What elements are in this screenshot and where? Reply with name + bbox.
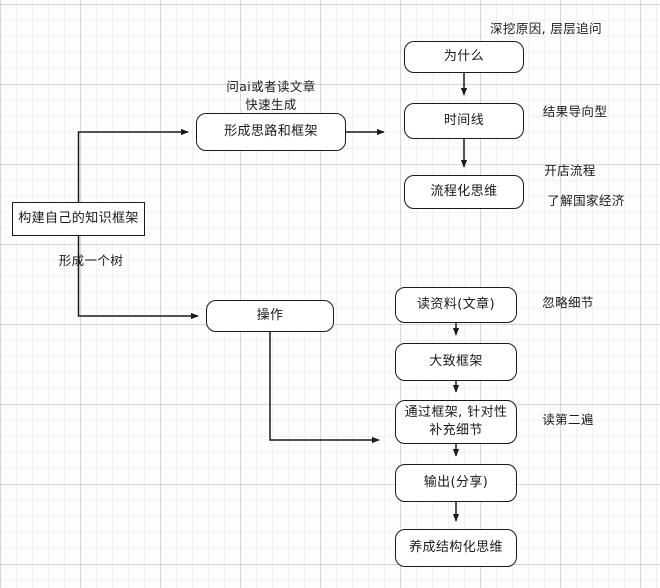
note-skip: 忽略细节 [542,295,594,310]
note-ask-ai: 问ai或者读文章 快速生成 [226,79,316,112]
edge-root-to-idea [77,128,189,202]
node-root[interactable]: 构建自己的知识框架 [12,202,145,236]
node-output[interactable]: 输出(分享) [395,464,517,502]
note-open-shop: 开店流程 [544,163,596,178]
node-structure[interactable]: 养成结构化思维 [395,529,517,567]
node-outline[interactable]: 大致框架 [395,343,517,381]
node-detail[interactable]: 通过框架, 针对性 补充细节 [395,400,517,444]
edge-oper-to-column [269,332,380,444]
node-process[interactable]: 流程化思维 [404,175,524,209]
note-dig: 深挖原因, 层层追问 [490,21,602,36]
note-second: 读第二遍 [542,412,594,427]
edge-root-to-oper [77,236,199,320]
node-idea[interactable]: 形成思路和框架 [196,113,346,151]
node-read[interactable]: 读资料(文章) [395,287,517,323]
node-why[interactable]: 为什么 [404,41,524,73]
node-oper[interactable]: 操作 [206,300,334,332]
note-result: 结果导向型 [542,104,608,119]
note-economy: 了解国家经济 [547,193,625,208]
note-tree: 形成一个树 [58,253,124,268]
node-timeline[interactable]: 时间线 [404,103,524,139]
